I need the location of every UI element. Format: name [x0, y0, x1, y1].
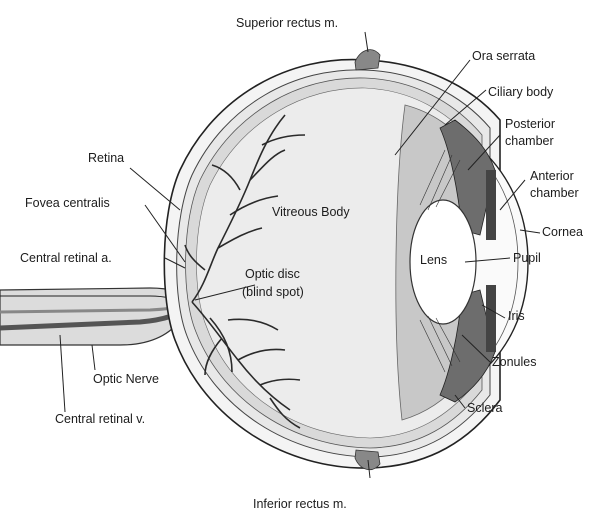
label-ora-serrata: Ora serrata: [472, 49, 535, 63]
label-optic-disc-2: (blind spot): [242, 285, 304, 299]
label-optic-disc-1: Optic disc: [245, 267, 300, 281]
label-central-retinal-v: Central retinal v.: [55, 412, 145, 426]
label-pupil: Pupil: [513, 251, 541, 265]
label-superior-rectus: Superior rectus m.: [236, 16, 338, 30]
label-zonules: Zonules: [492, 355, 536, 369]
label-anterior-chamber-1: Anterior: [530, 169, 574, 183]
label-cornea: Cornea: [542, 225, 583, 239]
label-vitreous-body: Vitreous Body: [272, 205, 350, 219]
label-anterior-chamber-2: chamber: [530, 186, 579, 200]
label-lens: Lens: [420, 253, 447, 267]
label-optic-nerve: Optic Nerve: [93, 372, 159, 386]
optic-nerve: [0, 288, 192, 345]
label-fovea-centralis: Fovea centralis: [25, 196, 110, 210]
label-retina: Retina: [88, 151, 124, 165]
label-posterior-chamber-1: Posterior: [505, 117, 555, 131]
label-central-retinal-a: Central retinal a.: [20, 251, 112, 265]
label-ciliary-body: Ciliary body: [488, 85, 554, 99]
label-sclera: Sclera: [467, 401, 502, 415]
label-iris: Iris: [508, 309, 525, 323]
label-posterior-chamber-2: chamber: [505, 134, 554, 148]
label-inferior-rectus: Inferior rectus m.: [253, 497, 347, 511]
